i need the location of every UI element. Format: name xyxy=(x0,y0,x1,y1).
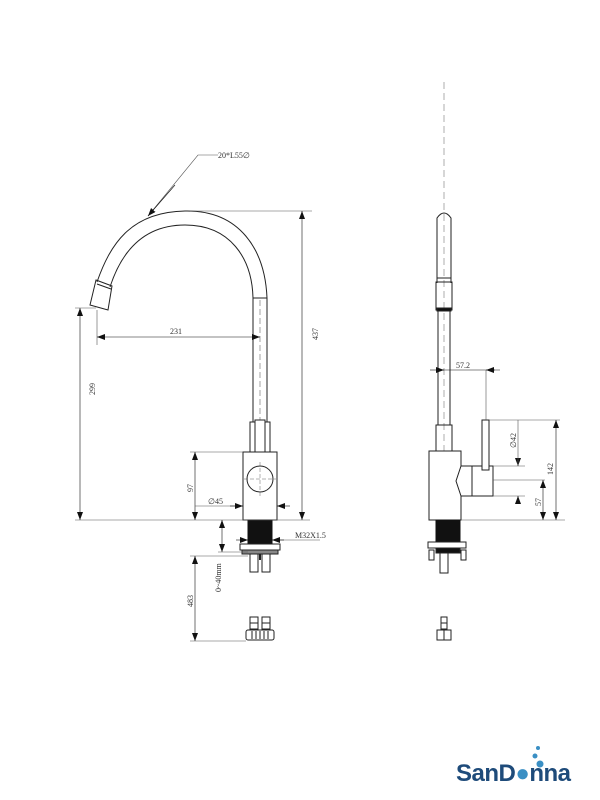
deck-thickness-label: 0~40mm xyxy=(214,562,223,592)
hose-length-label: 483 xyxy=(186,595,195,607)
total-height-label: 437 xyxy=(311,328,320,340)
front-dimensions xyxy=(75,154,320,642)
brand-name-part2: nna xyxy=(529,760,571,787)
reach-label: 231 xyxy=(170,327,182,336)
spout-size-label: 20*L55∅ xyxy=(218,151,250,160)
handle-offset-label: 57.2 xyxy=(456,361,470,370)
thread-label: M32X1.5 xyxy=(295,531,326,540)
brand-name-part1: San xyxy=(456,760,499,787)
handle-height-label: 142 xyxy=(546,463,555,475)
side-dimensions xyxy=(430,367,565,521)
aerator xyxy=(89,279,113,311)
brand-logo: SanD●nna xyxy=(456,760,571,788)
brand-name-d: D xyxy=(498,760,516,787)
logo-bubbles-icon xyxy=(532,746,544,768)
body-diameter-label: ∅45 xyxy=(208,497,223,506)
handle-base-label: 57 xyxy=(534,498,543,506)
body-height-label: 97 xyxy=(186,484,195,492)
side-view xyxy=(427,82,494,641)
spout-inner xyxy=(109,224,254,299)
front-dimension-labels: 20*L55∅ 231 437 299 97 ∅45 M32X1.5 0~40m… xyxy=(88,151,326,607)
side-dimension-labels: 57.2 ∅42 142 57 xyxy=(456,361,555,506)
spout-outer xyxy=(96,210,268,299)
handle-diameter-label: ∅42 xyxy=(509,433,518,448)
brand-o-icon: ● xyxy=(515,760,530,787)
spout-height-label: 299 xyxy=(88,383,97,395)
front-view xyxy=(89,210,281,641)
